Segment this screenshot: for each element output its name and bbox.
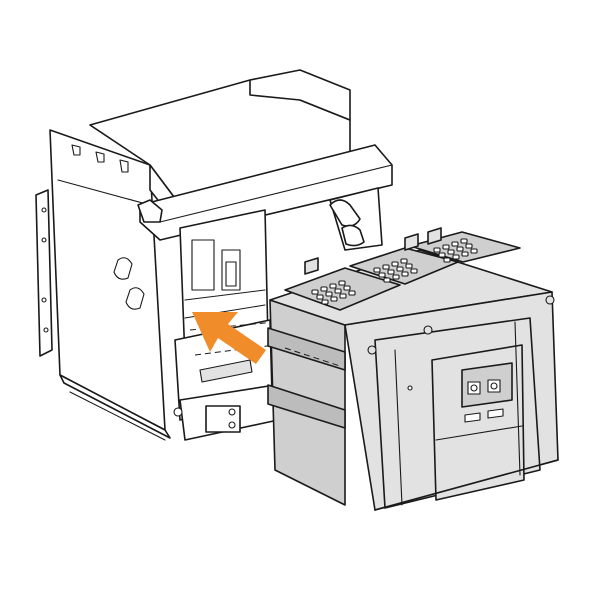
top-tab <box>304 257 319 275</box>
side-panel-notch <box>71 144 81 156</box>
top-housing-block <box>249 69 351 121</box>
top-tab <box>404 233 419 251</box>
vent-hole <box>343 285 351 291</box>
circuit-breaker <box>267 227 559 511</box>
crossbar-edge <box>159 164 393 223</box>
vent-hole <box>400 258 408 264</box>
vent-hole <box>442 244 450 250</box>
status-indicator <box>490 382 498 390</box>
top-tab <box>427 227 442 245</box>
flange-hole <box>43 327 49 333</box>
rating-label <box>464 412 481 423</box>
terminal-screw <box>228 408 236 416</box>
flange-hole <box>41 237 47 243</box>
vent-hole <box>391 261 399 267</box>
front-panel-screw <box>407 385 413 391</box>
flange-hole <box>41 207 47 213</box>
chassis-top-crossbar <box>139 144 393 241</box>
chassis-screw <box>173 407 183 417</box>
front-plate-terminal <box>205 405 241 433</box>
inner-frame-line <box>184 289 266 301</box>
vent-hole <box>461 251 469 257</box>
vent-hole <box>373 267 381 273</box>
vent-hole <box>438 252 446 258</box>
breaker-bottom-edge <box>374 459 559 511</box>
rating-label <box>487 408 504 419</box>
flange-hole <box>41 297 47 303</box>
tray-guide <box>194 344 276 356</box>
vent-grid-3 <box>433 238 478 263</box>
side-panel-slot <box>113 257 133 280</box>
side-panel-notch <box>119 159 129 173</box>
vent-hole <box>452 254 460 260</box>
vent-hole <box>329 283 337 289</box>
front-corner-screw <box>545 295 555 305</box>
vent-hole <box>447 249 455 255</box>
vent-hole <box>348 290 356 296</box>
insertion-arrow <box>192 312 266 364</box>
lower-tray-slot <box>199 359 253 383</box>
side-panel-edge <box>57 179 151 206</box>
vent-hole <box>334 288 342 294</box>
front-corner-screw <box>367 345 377 355</box>
vent-hole <box>465 243 473 249</box>
side-panel-notch <box>95 151 105 163</box>
vent-hole <box>451 241 459 247</box>
terminal-screw <box>228 421 236 429</box>
vent-hole <box>396 266 404 272</box>
vent-hole <box>392 274 400 280</box>
vent-hole <box>378 272 386 278</box>
chassis-base-rail <box>59 374 171 439</box>
front-strip <box>394 349 403 506</box>
vent-hole <box>311 289 319 295</box>
inner-contact-block <box>225 261 237 287</box>
breaker-side-rail <box>267 327 346 371</box>
vent-hole <box>405 263 413 269</box>
vent-hole <box>456 246 464 252</box>
vent-hole <box>383 277 391 283</box>
vent-hole <box>443 257 451 263</box>
vent-hole <box>460 238 468 244</box>
vent-hole <box>339 293 347 299</box>
crossbar-hook <box>137 199 163 223</box>
chassis <box>35 69 393 441</box>
vent-grid-1 <box>311 280 356 305</box>
control-module-edge <box>435 425 523 441</box>
front-corner-screw <box>423 325 433 335</box>
vent-hole <box>325 291 333 297</box>
vent-hole <box>338 280 346 286</box>
front-strip <box>514 321 521 476</box>
inner-contact-block <box>191 239 215 291</box>
vent-hole <box>387 269 395 275</box>
vent-hole <box>330 296 338 302</box>
vent-hole <box>316 294 324 300</box>
charge-indicator <box>470 384 478 392</box>
vent-hole <box>410 268 418 274</box>
vent-grid-2 <box>373 258 418 283</box>
chassis-left-flange <box>35 189 53 357</box>
control-window <box>461 362 513 408</box>
insertion-arrow-shape <box>192 312 266 364</box>
vent-hole <box>433 247 441 253</box>
vent-hole <box>382 264 390 270</box>
vent-hole <box>401 271 409 277</box>
right-arm-claw <box>341 224 365 247</box>
vent-hole <box>320 286 328 292</box>
vent-hole <box>321 299 329 305</box>
breaker-side-rail <box>267 384 346 429</box>
base-rail-line <box>69 391 166 441</box>
vent-hole <box>470 248 478 254</box>
side-panel-slot <box>125 287 145 310</box>
